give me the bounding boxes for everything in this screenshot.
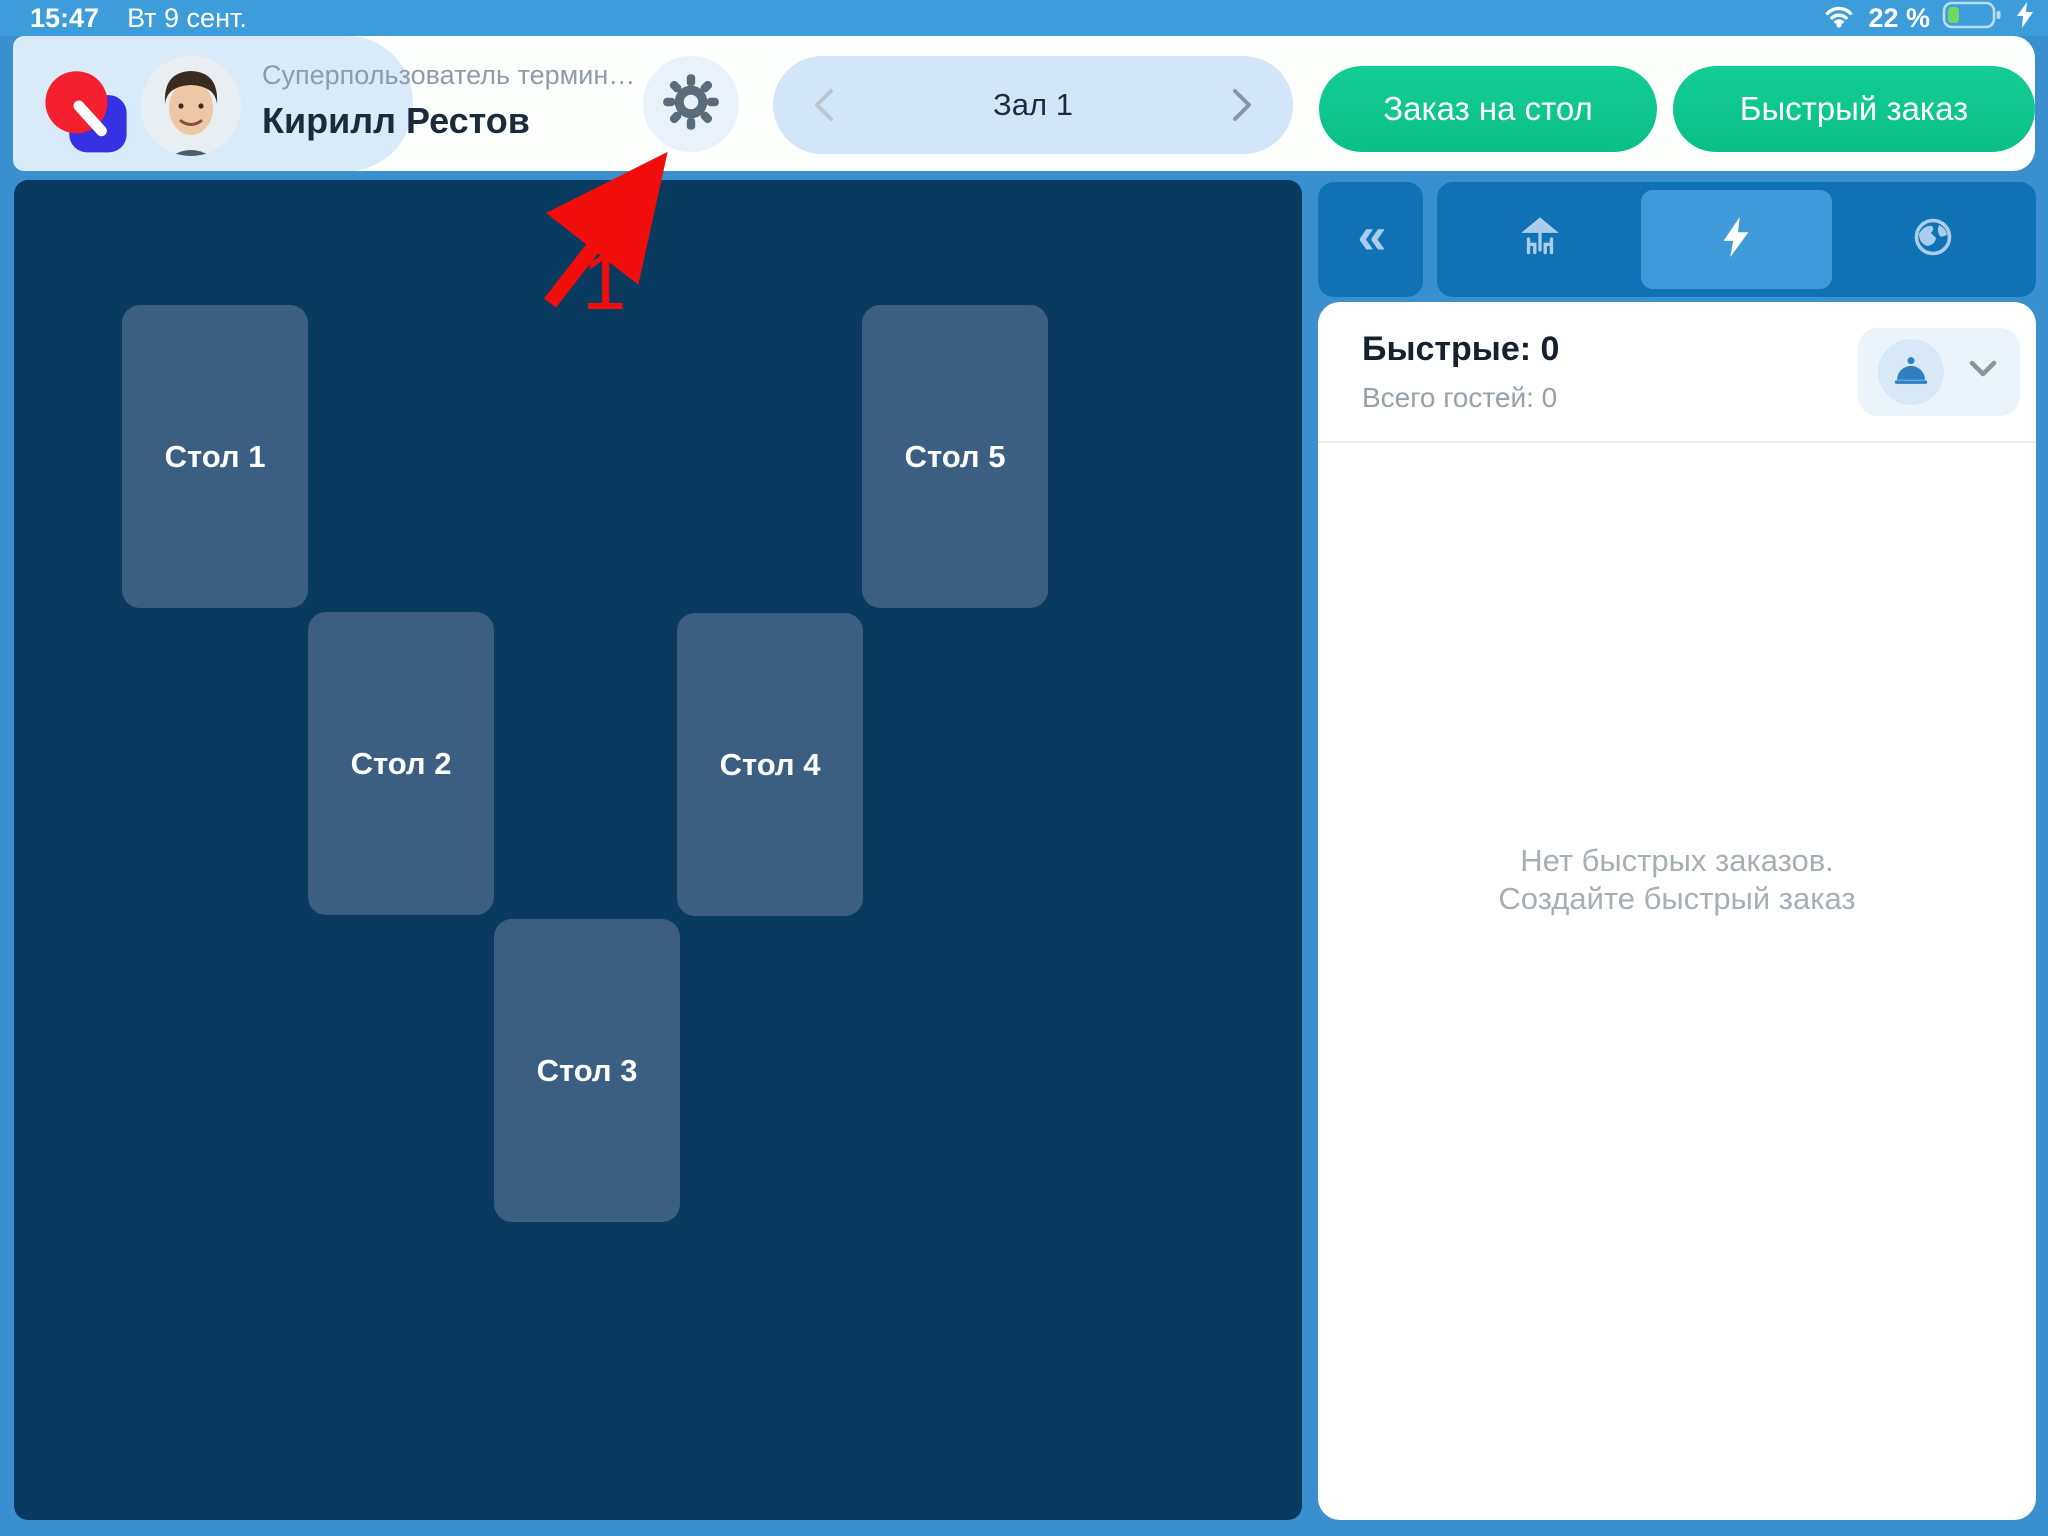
double-chevron-left-icon: « (1357, 206, 1387, 265)
table-2[interactable]: Стол 2 (308, 612, 494, 915)
top-bar: Суперпользователь термин… Кирилл Рестов (13, 36, 2035, 171)
user-avatar[interactable] (141, 56, 241, 156)
quick-orders-panel: Быстрые: 0 Всего гостей: 0 Нет быстрых з… (1318, 302, 2036, 1520)
clock: 15:47 (30, 2, 100, 33)
battery-icon (1942, 0, 2004, 37)
table-label: Стол 2 (350, 745, 452, 781)
chevron-right-icon (1233, 89, 1251, 121)
delivery-globe-icon (1909, 213, 1957, 266)
wifi-icon (1822, 2, 1856, 35)
table-label: Стол 4 (719, 746, 821, 782)
order-to-table-button[interactable]: Заказ на стол (1319, 66, 1657, 152)
hall-name: Зал 1 (993, 87, 1073, 122)
table-1[interactable]: Стол 1 (122, 305, 308, 608)
quick-orders-count: Быстрые: 0 (1362, 330, 1560, 368)
table-5[interactable]: Стол 5 (862, 305, 1048, 608)
chevron-down-icon (1968, 358, 1998, 385)
status-date: Вт 9 сент. (127, 2, 247, 33)
serve-filter-dropdown[interactable] (1858, 328, 2020, 416)
tab-quick-orders[interactable] (1641, 190, 1832, 289)
quick-order-lightning-icon (1713, 214, 1759, 265)
empty-state-message: Нет быстрых заказов. Создайте быстрый за… (1318, 842, 2036, 919)
quick-resto-logo (43, 70, 129, 156)
next-hall-button[interactable] (1225, 85, 1259, 125)
user-name: Кирилл Рестов (262, 100, 530, 141)
user-role: Суперпользователь термин… (262, 60, 632, 90)
settings-button[interactable] (643, 56, 739, 152)
battery-percent: 22 % (1868, 2, 1930, 33)
terrace-tables-icon (1515, 212, 1565, 267)
empty-state-line1: Нет быстрых заказов. (1520, 843, 1834, 878)
table-label: Стол 1 (164, 438, 266, 474)
table-label: Стол 5 (904, 438, 1006, 474)
collapse-sidebar-button[interactable]: « (1318, 182, 1423, 297)
hall-floorplan: Стол 1 Стол 2 Стол 3 Стол 4 Стол 5 (14, 180, 1302, 1520)
guests-total: Всего гостей: 0 (1362, 382, 1558, 413)
empty-state-line2: Создайте быстрый заказ (1498, 881, 1856, 917)
tab-hall-orders[interactable] (1445, 190, 1635, 289)
divider (1318, 441, 2036, 443)
table-3[interactable]: Стол 3 (494, 919, 680, 1222)
quick-order-button[interactable]: Быстрый заказ (1673, 66, 2035, 152)
table-4[interactable]: Стол 4 (677, 613, 863, 916)
charging-bolt-icon (2016, 1, 2034, 36)
chevron-left-icon (815, 89, 833, 121)
current-user[interactable]: Суперпользователь термин… Кирилл Рестов (262, 60, 632, 142)
previous-hall-button[interactable] (807, 85, 841, 125)
sidebar-tabs (1437, 182, 2036, 297)
status-bar: 15:47 Вт 9 сент. 22 % (0, 0, 2048, 36)
cloche-icon (1878, 339, 1944, 405)
table-label: Стол 3 (536, 1052, 638, 1088)
tab-delivery[interactable] (1838, 190, 2028, 289)
hall-selector: Зал 1 (773, 56, 1293, 154)
gear-icon (662, 73, 720, 136)
